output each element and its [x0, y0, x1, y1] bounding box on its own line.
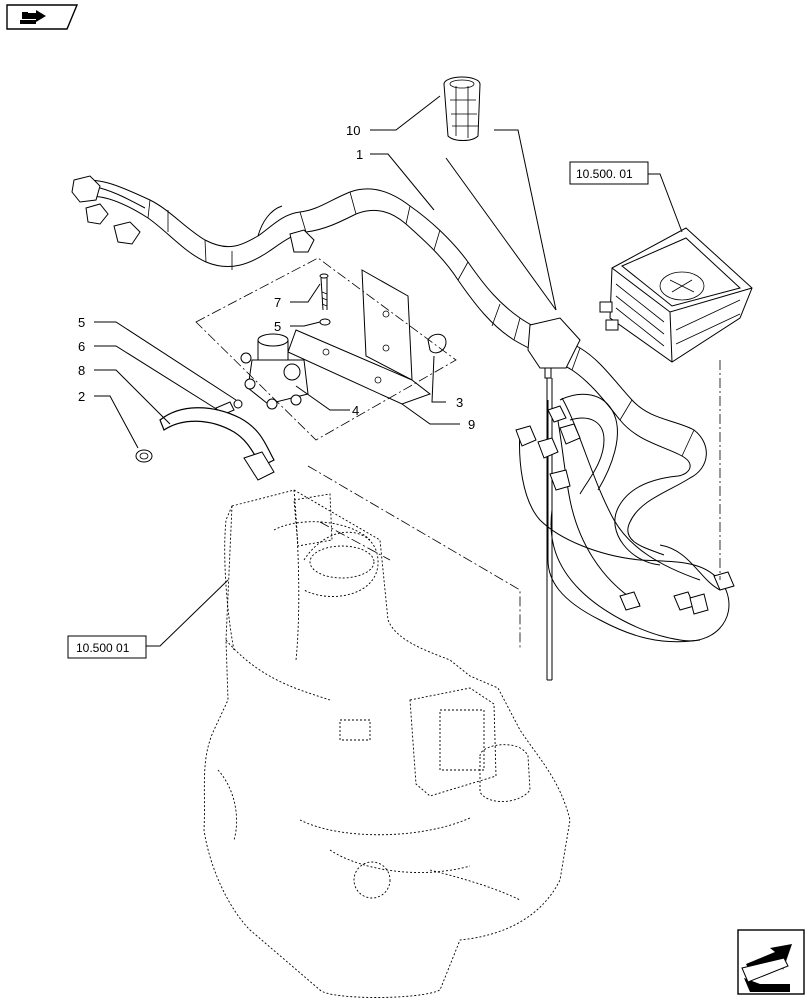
- mounting-bracket: [287, 269, 432, 405]
- next-page-arrow-icon[interactable]: [737, 929, 805, 995]
- callout-3: 3: [456, 395, 463, 410]
- solenoid-valve: [240, 333, 309, 410]
- leader-lines: [94, 95, 683, 647]
- callout-4: 4: [352, 403, 359, 418]
- reference-box-tank[interactable]: 10.500 01: [67, 635, 147, 659]
- callout-6: 6: [78, 339, 85, 354]
- phantom-lines: [195, 257, 721, 650]
- folder-arrow-icon[interactable]: [6, 4, 79, 30]
- wiring-harness: [71, 175, 735, 681]
- callout-5-lower: 5: [78, 315, 85, 330]
- filter-cartridge: [443, 76, 481, 141]
- callout-5-upper: 5: [274, 319, 281, 334]
- callout-1: 1: [356, 147, 363, 162]
- ecu-module: [599, 227, 753, 363]
- bolt: [319, 273, 329, 311]
- tank-phantom: [203, 489, 571, 998]
- hose-clamp: [135, 449, 153, 463]
- callout-10: 10: [346, 123, 360, 138]
- reference-label-tank: 10.500 01: [76, 641, 130, 655]
- reference-label-ecu: 10.500. 01: [576, 167, 633, 181]
- callout-2: 2: [78, 389, 85, 404]
- washer: [319, 318, 331, 326]
- callout-8: 8: [78, 363, 85, 378]
- cable-clip: [427, 333, 447, 354]
- callout-9: 9: [468, 417, 475, 432]
- return-hose: [159, 407, 275, 481]
- reference-box-ecu[interactable]: 10.500. 01: [569, 161, 649, 185]
- callout-7: 7: [274, 295, 281, 310]
